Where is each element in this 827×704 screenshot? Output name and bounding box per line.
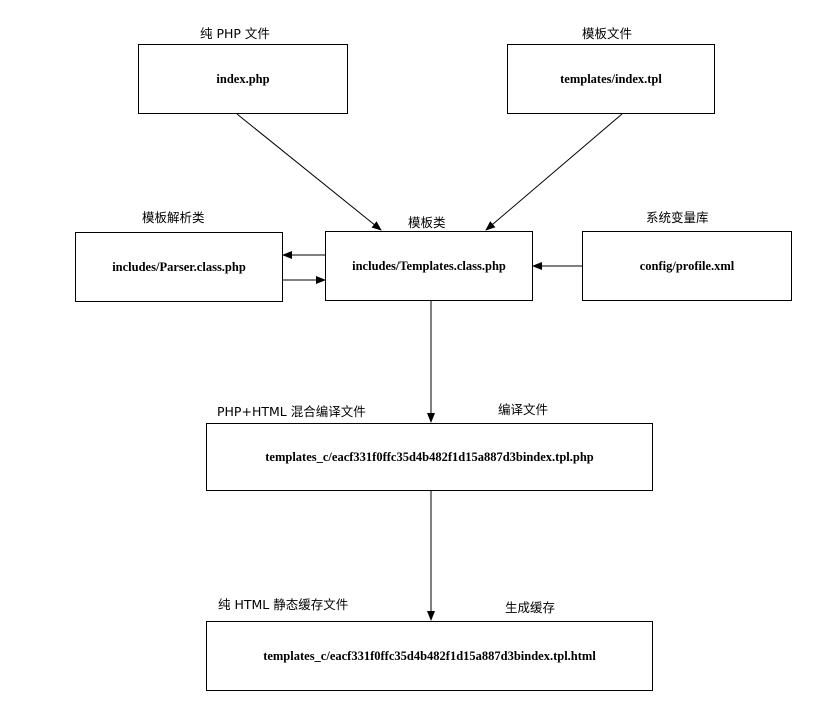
index-php-caption: 纯 PHP 文件 [200, 26, 270, 41]
cache-label: templates_c/eacf331f0ffc35d4b482f1d15a88… [263, 648, 596, 663]
index-php-label: index.php [216, 71, 270, 86]
config-box: config/profile.xml [582, 231, 792, 301]
templates-label: includes/Templates.class.php [352, 258, 506, 273]
cache-side-label: 生成缓存 [505, 600, 556, 615]
parser-label: includes/Parser.class.php [112, 259, 246, 274]
index-tpl-box: templates/index.tpl [507, 44, 715, 114]
config-label: config/profile.xml [639, 258, 735, 273]
templates-box: includes/Templates.class.php [325, 231, 533, 301]
index-php-box: index.php [138, 44, 348, 114]
cache-box: templates_c/eacf331f0ffc35d4b482f1d15a88… [206, 621, 653, 691]
compiled-caption: PHP+HTML 混合编译文件 [217, 404, 366, 419]
cache-caption: 纯 HTML 静态缓存文件 [218, 597, 349, 612]
templates-caption: 模板类 [408, 215, 446, 230]
compiled-label: templates_c/eacf331f0ffc35d4b482f1d15a88… [265, 449, 594, 464]
parser-box: includes/Parser.class.php [75, 232, 283, 302]
edge-index-php-to-templates [236, 113, 382, 231]
parser-caption: 模板解析类 [142, 210, 205, 225]
index-tpl-label: templates/index.tpl [560, 71, 662, 86]
config-caption: 系统变量库 [646, 210, 709, 225]
compiled-box: templates_c/eacf331f0ffc35d4b482f1d15a88… [206, 423, 653, 491]
edge-index-tpl-to-templates [485, 113, 623, 231]
index-tpl-caption: 模板文件 [582, 26, 633, 41]
compiled-side-label: 编译文件 [498, 402, 549, 417]
